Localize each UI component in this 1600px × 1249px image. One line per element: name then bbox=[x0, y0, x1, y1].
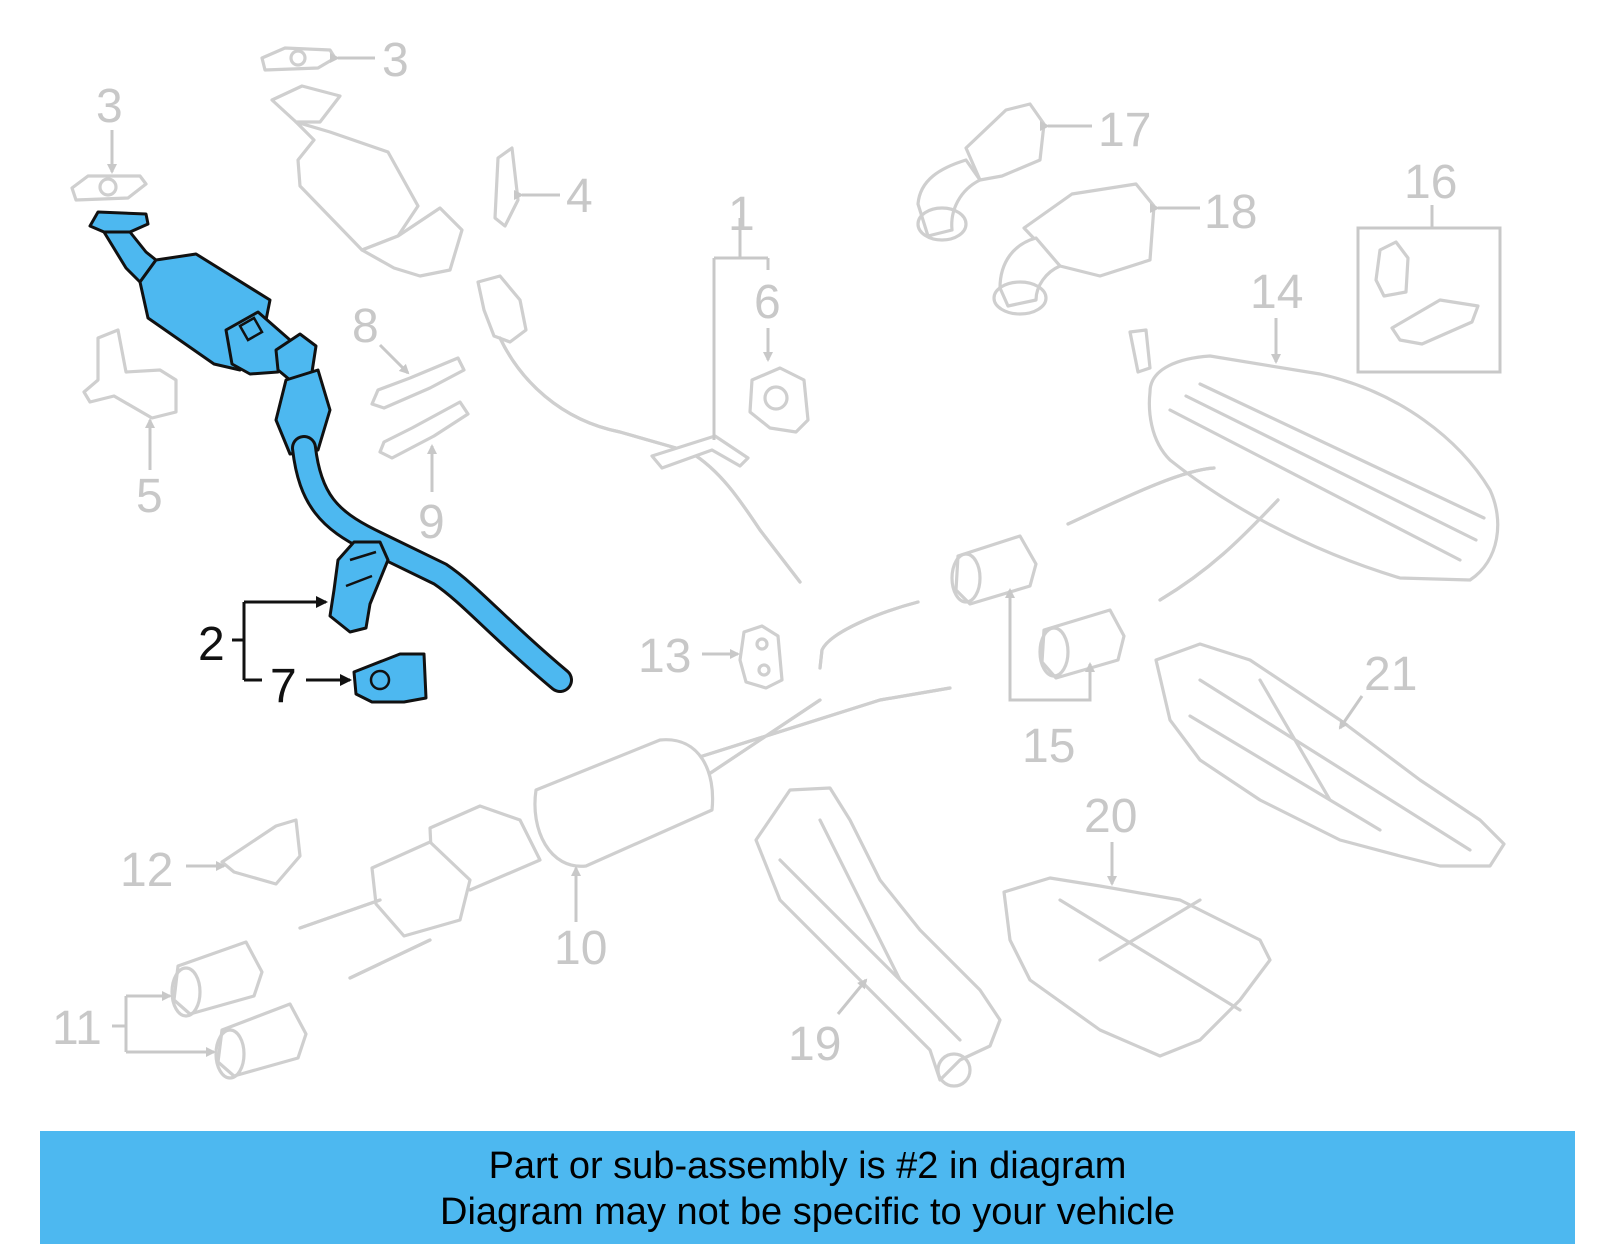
part-9-bracket bbox=[378, 400, 470, 492]
part-2-callout-leader bbox=[232, 596, 328, 682]
part-7-hanger-highlight[interactable] bbox=[306, 652, 428, 704]
banner-line-disclaimer: Diagram may not be specific to your vehi… bbox=[440, 1191, 1175, 1233]
part-3-gasket-left bbox=[70, 130, 148, 202]
callout-19[interactable]: 19 bbox=[788, 1018, 841, 1071]
callout-7[interactable]: 7 bbox=[270, 660, 297, 713]
callout-18[interactable]: 18 bbox=[1204, 186, 1257, 239]
callout-6[interactable]: 6 bbox=[754, 276, 781, 329]
callout-20[interactable]: 20 bbox=[1084, 790, 1137, 843]
part-10-center-pipe bbox=[298, 600, 952, 980]
callout-21[interactable]: 21 bbox=[1364, 648, 1417, 701]
callout-14[interactable]: 14 bbox=[1250, 266, 1303, 319]
part-8-bracket bbox=[370, 343, 466, 410]
callout-17[interactable]: 17 bbox=[1098, 104, 1151, 157]
part-11-clamps bbox=[112, 940, 308, 1080]
callout-12[interactable]: 12 bbox=[120, 844, 173, 897]
part-19-heat-shield bbox=[754, 786, 1002, 1088]
part-13-hanger bbox=[702, 624, 784, 690]
callout-10[interactable]: 10 bbox=[554, 922, 607, 975]
part-4-bracket bbox=[493, 146, 560, 228]
part-20-heat-shield bbox=[1002, 842, 1272, 1058]
callout-4[interactable]: 4 bbox=[566, 170, 593, 223]
callout-3-top[interactable]: 3 bbox=[382, 34, 409, 87]
part-1-front-pipe-assembly bbox=[270, 84, 802, 584]
part-15-clamps bbox=[950, 534, 1126, 702]
callout-3-left[interactable]: 3 bbox=[96, 80, 123, 133]
part-3-gasket-top bbox=[260, 46, 375, 72]
callout-2[interactable]: 2 bbox=[198, 618, 225, 671]
callout-15[interactable]: 15 bbox=[1022, 720, 1075, 773]
callout-13[interactable]: 13 bbox=[638, 630, 691, 683]
callout-5[interactable]: 5 bbox=[136, 470, 163, 523]
part-21-heat-shield bbox=[1154, 642, 1506, 868]
part-5-heat-shield bbox=[82, 328, 178, 470]
part-17-tailpipe bbox=[916, 102, 1092, 242]
part-12-bracket bbox=[186, 818, 302, 886]
part-16-hanger-kit bbox=[1356, 205, 1502, 374]
part-2-front-pipe-highlight[interactable] bbox=[88, 210, 573, 693]
part-18-tailpipe bbox=[992, 182, 1200, 316]
part-14-rear-muffler bbox=[1066, 318, 1500, 602]
banner-line-part: Part or sub-assembly is #2 in diagram bbox=[488, 1145, 1127, 1187]
callout-8[interactable]: 8 bbox=[352, 300, 379, 353]
info-banner: Part or sub-assembly is #2 in diagram Di… bbox=[40, 1131, 1575, 1244]
callout-16[interactable]: 16 bbox=[1404, 156, 1457, 209]
callout-11[interactable]: 11 bbox=[52, 1002, 102, 1055]
callout-9[interactable]: 9 bbox=[418, 496, 445, 549]
callout-1[interactable]: 1 bbox=[728, 188, 755, 241]
part-6-hanger bbox=[748, 366, 810, 434]
